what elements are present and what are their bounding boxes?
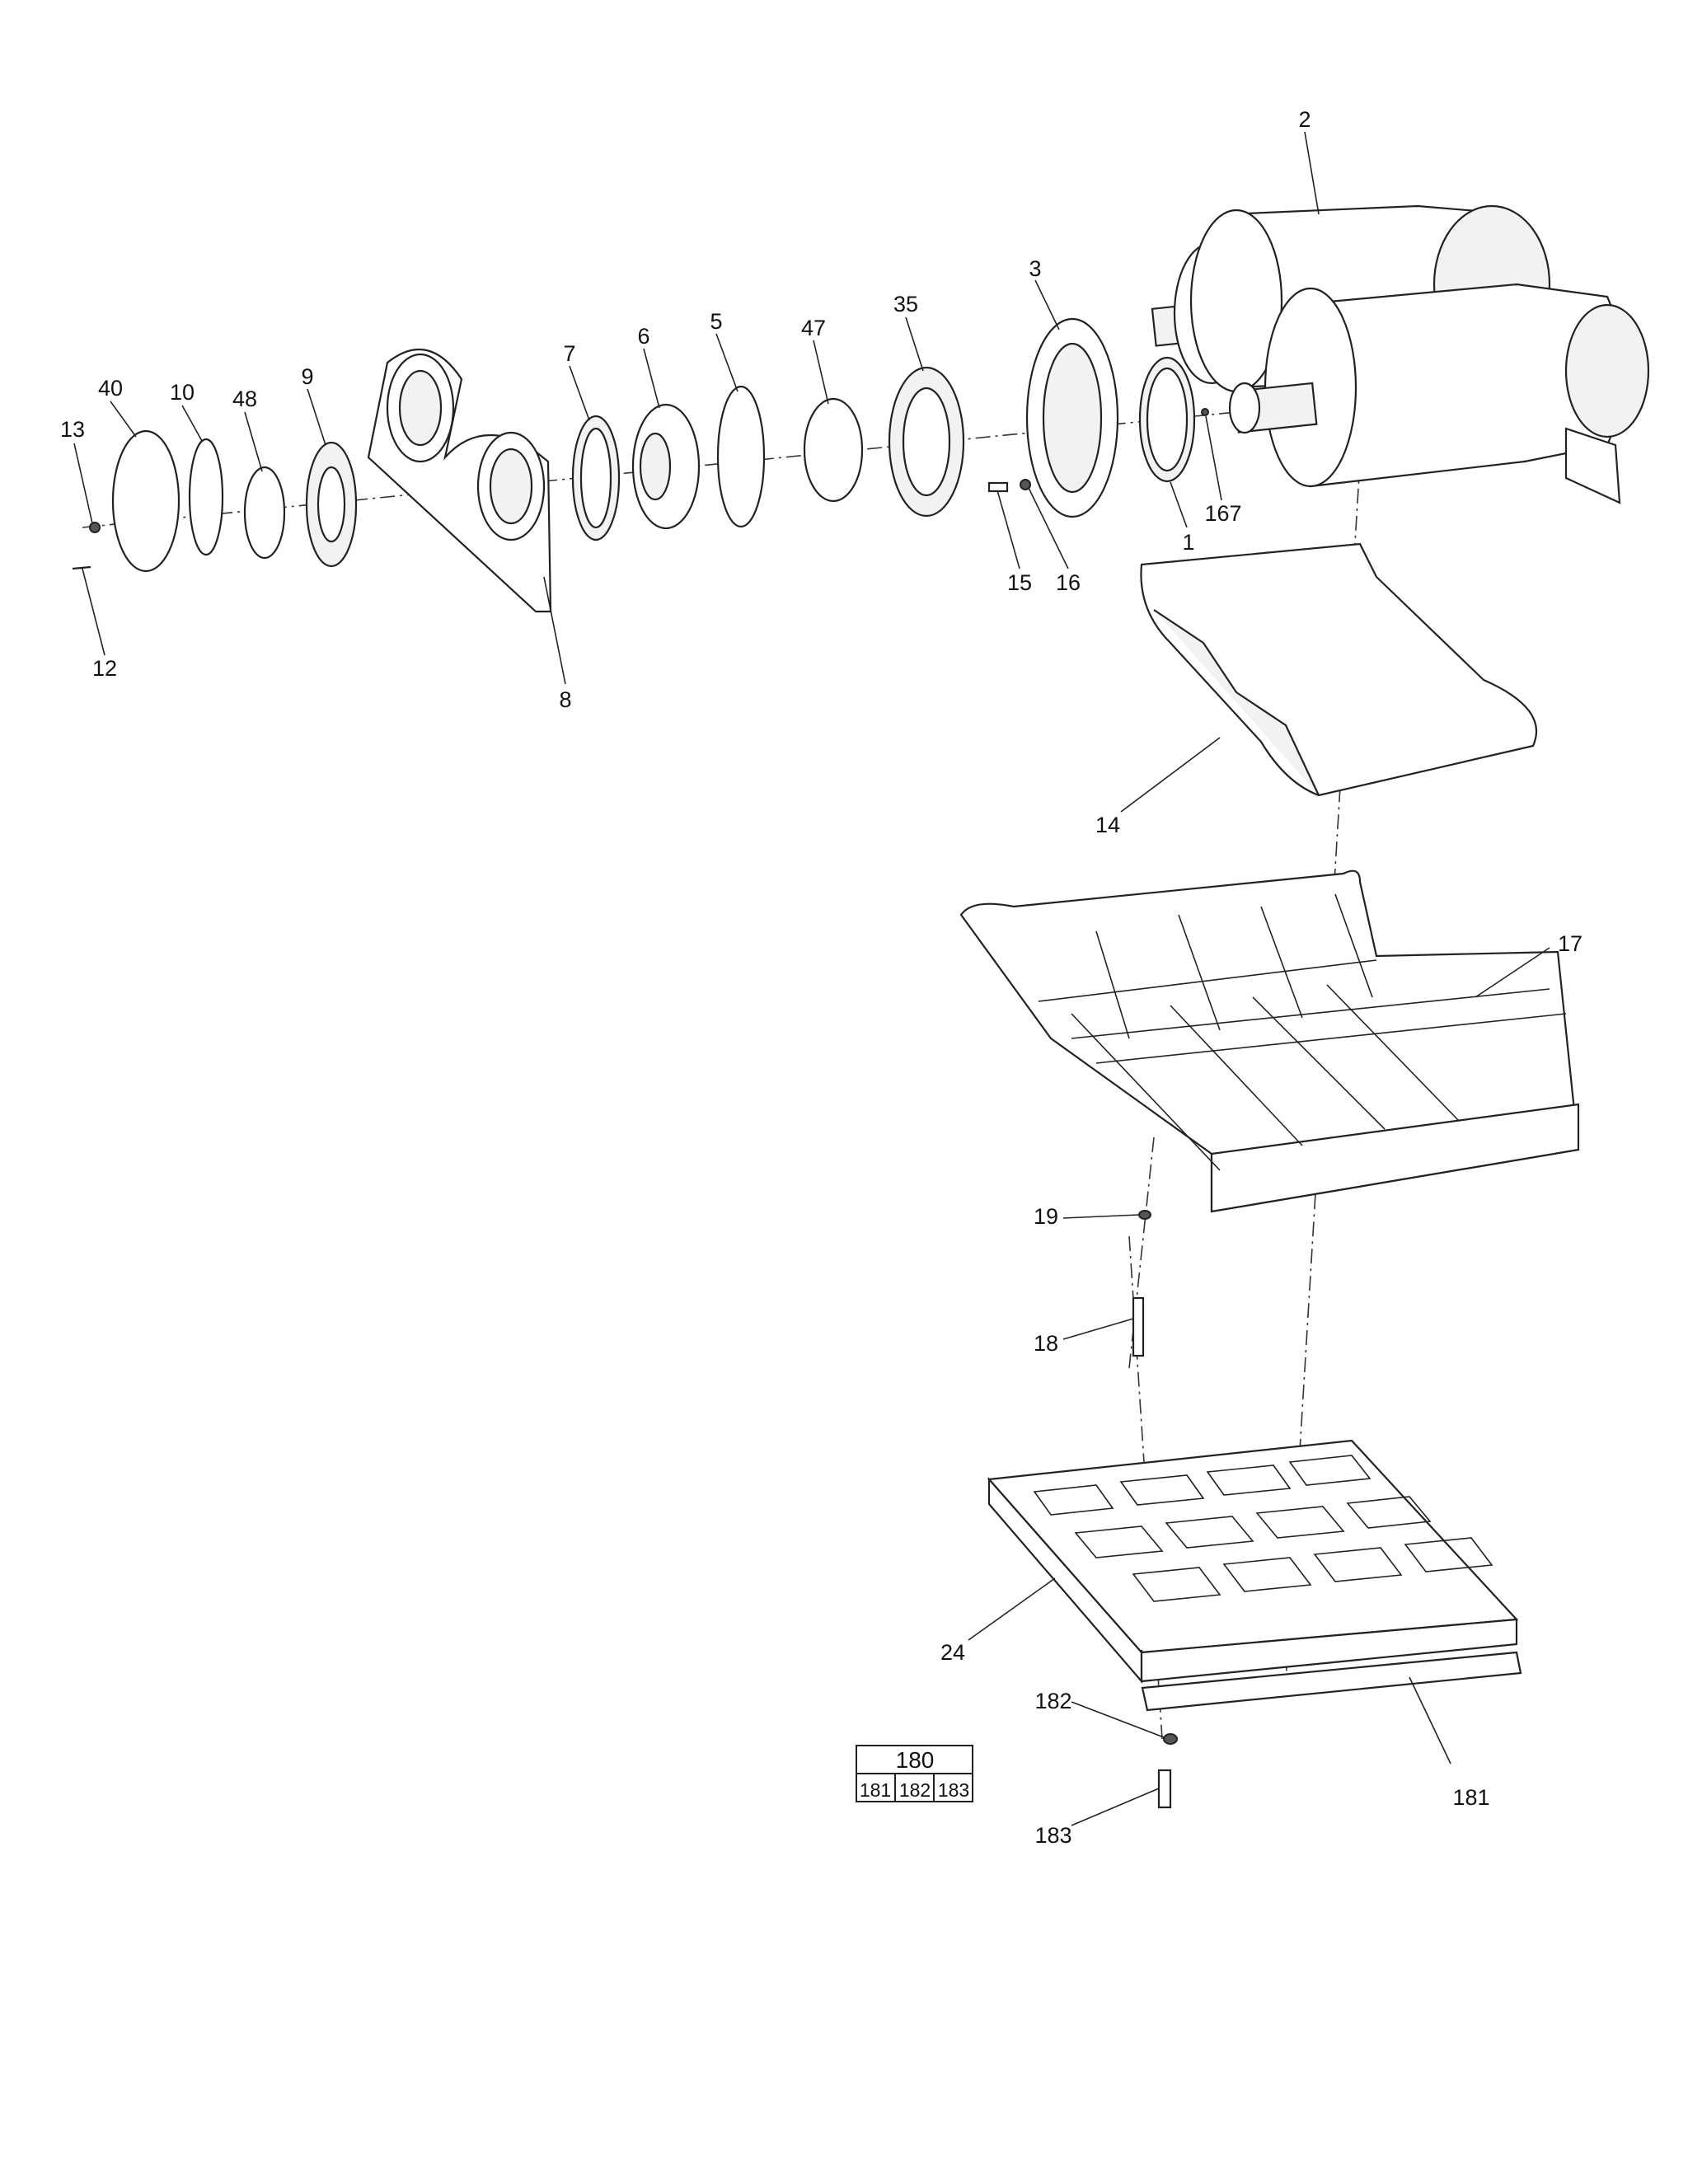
shaft-components bbox=[72, 317, 1209, 573]
kit-table-cell: 181 bbox=[860, 1779, 891, 1801]
callout-18: 18 bbox=[1034, 1331, 1058, 1356]
bar-kit-180 bbox=[1141, 1651, 1522, 1809]
callout-40: 40 bbox=[98, 376, 123, 401]
callout-10: 10 bbox=[170, 380, 195, 405]
ring-5 bbox=[716, 385, 766, 528]
pin-167 bbox=[1201, 408, 1209, 416]
callout-1: 1 bbox=[1182, 530, 1194, 555]
bearing-arm bbox=[367, 348, 552, 613]
trough-14 bbox=[1140, 542, 1537, 797]
callout-16: 16 bbox=[1056, 570, 1081, 595]
drum-roller-assembly bbox=[1151, 204, 1650, 504]
callout-17: 17 bbox=[1558, 931, 1582, 956]
callout-181: 181 bbox=[1452, 1785, 1489, 1810]
callout-48: 48 bbox=[232, 387, 257, 411]
callout-2: 2 bbox=[1298, 107, 1311, 132]
callout-35: 35 bbox=[893, 292, 918, 316]
callout-182: 182 bbox=[1034, 1689, 1071, 1713]
callout-6: 6 bbox=[637, 324, 649, 349]
kit-table: 180 181 182 183 bbox=[856, 1745, 973, 1802]
callout-167: 167 bbox=[1204, 501, 1241, 526]
callout-9: 9 bbox=[301, 364, 313, 389]
kit-table-cell: 183 bbox=[938, 1779, 969, 1801]
callout-8: 8 bbox=[559, 687, 571, 712]
bolt-18 bbox=[1132, 1296, 1145, 1357]
bolt-15 bbox=[987, 481, 1009, 493]
callout-12: 12 bbox=[92, 656, 117, 681]
callout-15: 15 bbox=[1007, 570, 1032, 595]
callout-24: 24 bbox=[940, 1640, 965, 1665]
bushing-48 bbox=[243, 466, 286, 560]
washer-19 bbox=[1138, 1210, 1151, 1220]
callout-13: 13 bbox=[60, 417, 85, 442]
fasteners-18-19 bbox=[1132, 1210, 1151, 1357]
ring-10 bbox=[188, 438, 224, 556]
callout-14: 14 bbox=[1095, 813, 1120, 837]
washer-16 bbox=[1020, 479, 1031, 490]
sleeve-47 bbox=[803, 397, 864, 503]
grid-plate-24 bbox=[987, 1439, 1519, 1684]
callout-7: 7 bbox=[563, 341, 575, 366]
kit-table-cell: 182 bbox=[899, 1779, 931, 1801]
washer-182 bbox=[1163, 1733, 1178, 1745]
cover-plate-40 bbox=[111, 429, 181, 573]
callout-47: 47 bbox=[801, 316, 826, 340]
callout-19: 19 bbox=[1034, 1204, 1058, 1229]
callout-183: 183 bbox=[1034, 1823, 1071, 1848]
kit-table-header: 180 bbox=[896, 1747, 935, 1773]
callout-3: 3 bbox=[1029, 256, 1041, 281]
callouts: 2 3 35 47 5 6 7 9 48 10 40 13 12 8 15 16… bbox=[60, 107, 1582, 1848]
callout-5: 5 bbox=[710, 309, 722, 334]
bolt-12 bbox=[72, 565, 91, 570]
bolt-183 bbox=[1157, 1769, 1172, 1809]
leader-lines bbox=[73, 131, 1550, 1826]
tray-17 bbox=[959, 869, 1580, 1213]
nut-13 bbox=[89, 522, 101, 533]
